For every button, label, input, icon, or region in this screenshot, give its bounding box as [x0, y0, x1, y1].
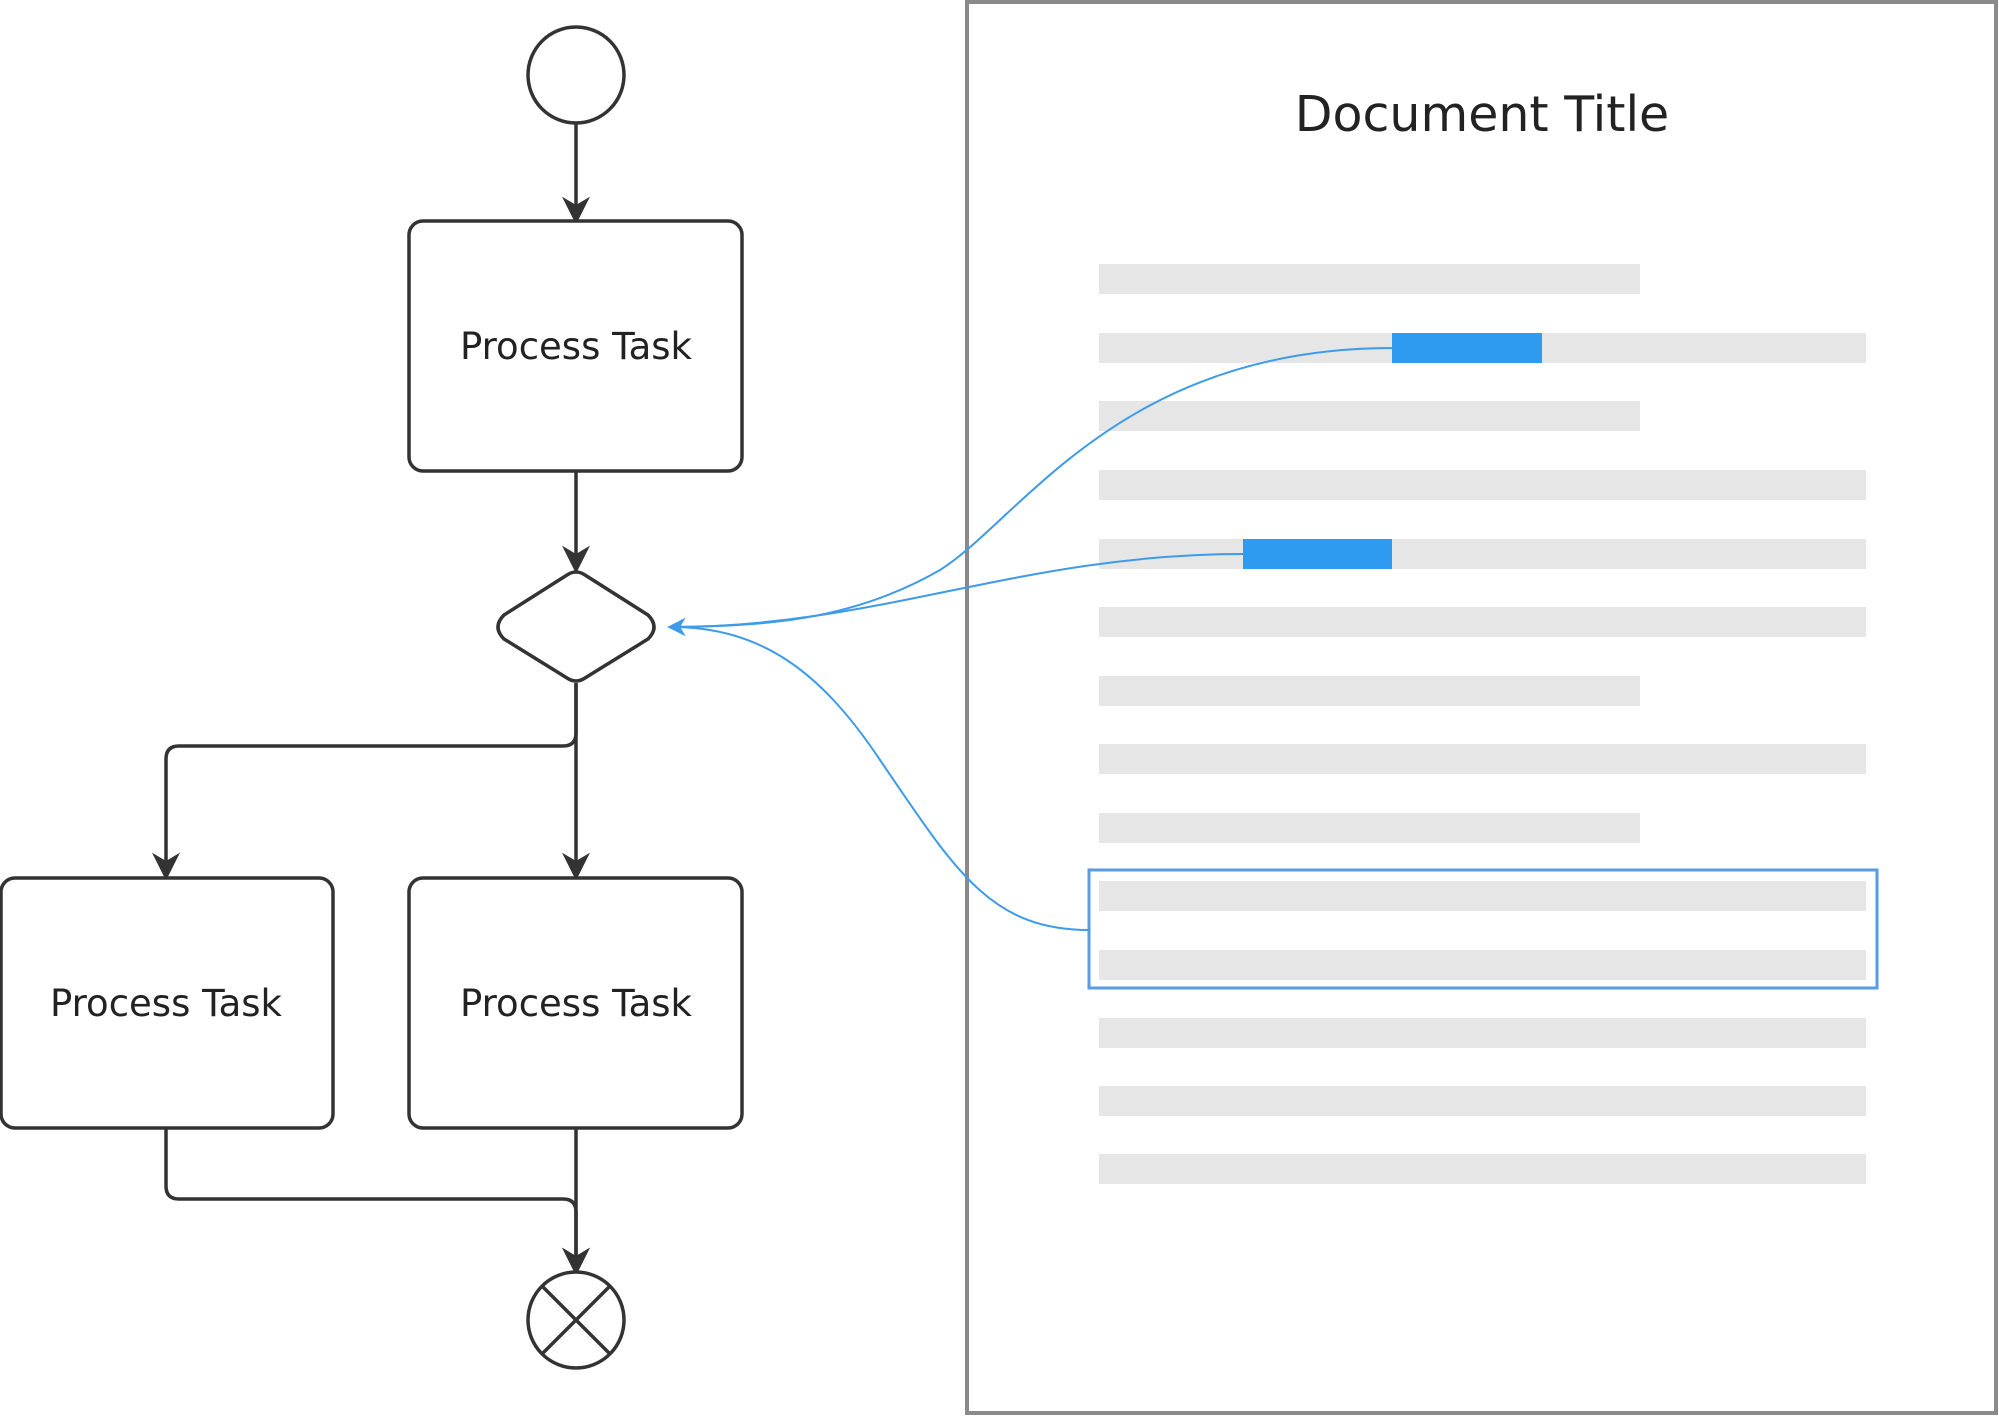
text-line [1099, 744, 1866, 774]
text-line [1099, 813, 1640, 843]
highlighted-text-fragment[interactable] [1243, 539, 1392, 569]
text-line [1099, 470, 1866, 500]
flow-connectors [152, 123, 590, 1276]
text-line [1099, 1018, 1866, 1048]
text-line [1099, 881, 1866, 911]
text-line [1099, 607, 1866, 637]
reference-links [667, 347, 1393, 931]
process-task-top[interactable]: Process Task [407, 219, 744, 473]
decision-gateway-icon[interactable] [496, 570, 656, 683]
process-task-left[interactable]: Process Task [0, 876, 335, 1130]
text-line [1099, 1154, 1866, 1184]
reference-link [667, 618, 1090, 931]
reference-link [667, 553, 1244, 636]
text-line [1099, 401, 1640, 431]
text-line [1099, 676, 1640, 706]
task-box[interactable] [407, 219, 744, 473]
task-label: Process Task [50, 982, 283, 1025]
text-line [1099, 950, 1866, 980]
document-panel [965, 0, 1998, 1415]
highlighted-text-fragment[interactable] [1392, 333, 1542, 363]
task-label: Process Task [460, 325, 693, 368]
process-task-right[interactable]: Process Task [407, 876, 744, 1130]
task-box[interactable] [0, 876, 335, 1130]
text-line [1099, 264, 1640, 294]
connector [164, 1128, 590, 1276]
document-title: Document Title [1295, 86, 1669, 143]
end-event-icon[interactable] [526, 1270, 626, 1370]
start-event-icon[interactable] [526, 25, 626, 125]
task-label: Process Task [460, 982, 693, 1025]
task-box[interactable] [407, 876, 744, 1130]
text-line [1099, 1086, 1866, 1116]
connector [152, 683, 578, 881]
